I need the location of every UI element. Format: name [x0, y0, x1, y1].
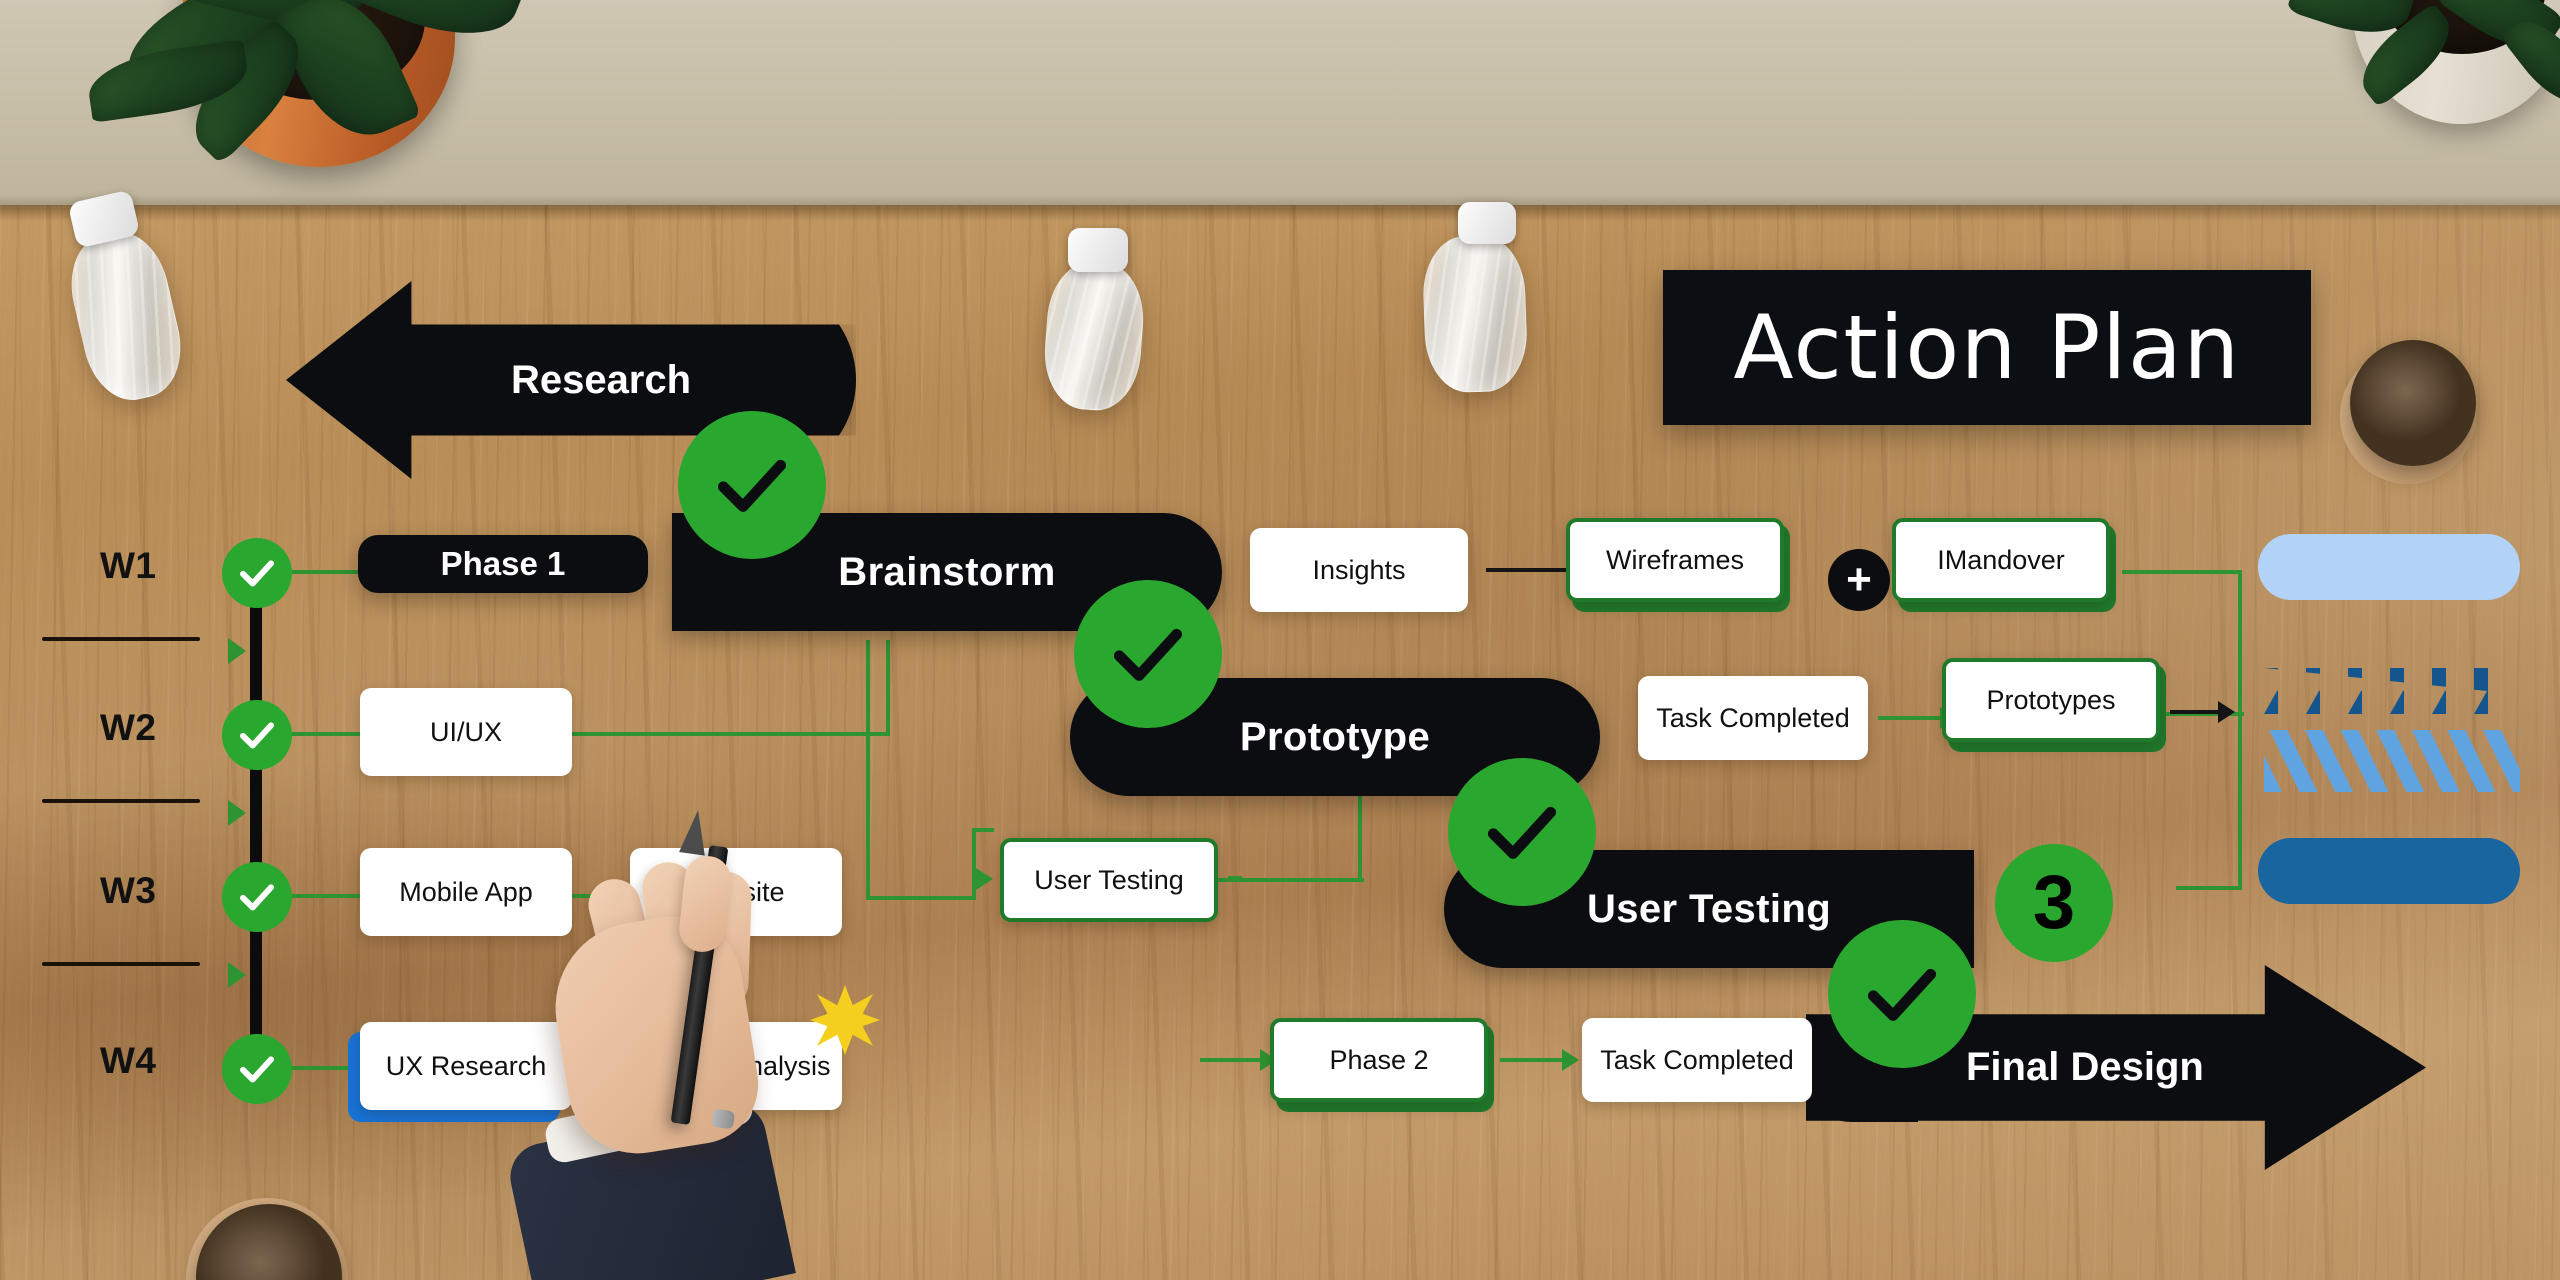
- card-task-completed-2-label: Task Completed: [1600, 1044, 1794, 1075]
- connector-line: [1500, 1058, 1566, 1062]
- step-number-badge: 3: [1995, 844, 2113, 962]
- card-task-completed-1[interactable]: Task Completed: [1638, 676, 1868, 760]
- timeline-tick-arrow: [228, 800, 246, 826]
- week-label-w1: W1: [100, 545, 157, 586]
- check-icon: [240, 884, 274, 911]
- card-prototypes-label: Prototypes: [1986, 684, 2116, 715]
- decor-pill-dark: [2258, 838, 2520, 904]
- step-number-badge-label: 3: [2032, 860, 2076, 945]
- week-status-check-w4[interactable]: [222, 1034, 292, 1104]
- connector-line: [2122, 570, 2242, 574]
- week-divider: [42, 637, 200, 641]
- connector-line: [886, 640, 890, 736]
- phase-check-user-testing[interactable]: [1828, 920, 1976, 1068]
- card-wireframes[interactable]: Wireframes: [1566, 518, 1784, 602]
- decor-pill-light: [2258, 534, 2520, 600]
- phase-check-brainstorm[interactable]: [1074, 580, 1222, 728]
- timeline-tick-arrow: [228, 638, 246, 664]
- connector-arrowhead: [1562, 1049, 1579, 1071]
- week-label-w3: W3: [100, 870, 157, 911]
- check-icon: [1487, 806, 1557, 859]
- connector-line: [1878, 716, 1944, 720]
- connector-line: [972, 828, 994, 832]
- card-prototypes[interactable]: Prototypes: [1942, 658, 2160, 742]
- week-status-check-w1[interactable]: [222, 538, 292, 608]
- phase-pill-phase-1: Phase 1: [358, 535, 648, 593]
- card-ui-ux-label: UI/UX: [429, 716, 502, 747]
- page-title-text: Action Plan: [1733, 296, 2241, 399]
- plus-badge-label: +: [1846, 555, 1872, 604]
- week-divider: [42, 799, 200, 803]
- card-phase-2[interactable]: Phase 2: [1270, 1018, 1488, 1102]
- card-ux-research[interactable]: UX Research: [360, 1022, 572, 1110]
- page-title: Action Plan: [1663, 270, 2311, 425]
- card-ux-research-label: UX Research: [385, 1050, 547, 1081]
- decor-stripes: [2264, 730, 2520, 792]
- connector-line: [1486, 568, 1572, 572]
- card-wireframes-label: Wireframes: [1605, 544, 1744, 575]
- phase-bar-user-testing: User Testing: [1444, 850, 1974, 968]
- connector-line: [292, 732, 360, 736]
- phase-bar-user-testing-label: User Testing: [1586, 886, 1832, 931]
- card-task-completed-1-label: Task Completed: [1656, 702, 1850, 733]
- check-icon: [1867, 968, 1937, 1021]
- card-insights[interactable]: Insights: [1250, 528, 1468, 612]
- connector-line: [1358, 790, 1362, 882]
- connector-arrowhead: [2218, 701, 2235, 723]
- card-mobile-app[interactable]: Mobile App: [360, 848, 572, 936]
- connector-line: [2238, 570, 2242, 890]
- connector-line: [866, 896, 976, 900]
- connector-line: [2122, 712, 2244, 716]
- card-handover-label: IMandover: [1937, 544, 2065, 575]
- phase-arrow-research-label: Research: [510, 357, 692, 402]
- timeline-tick-arrow: [228, 962, 246, 988]
- connector-line: [292, 1066, 360, 1070]
- week-status-check-w3[interactable]: [222, 862, 292, 932]
- card-mobile-app-label: Mobile App: [399, 876, 533, 907]
- check-icon: [717, 459, 787, 512]
- week-divider: [42, 962, 200, 966]
- connector-line: [2170, 710, 2222, 714]
- connector-line: [2176, 886, 2242, 890]
- check-icon: [240, 560, 274, 587]
- week-label-w4: W4: [100, 1040, 157, 1081]
- phase-arrow-final-design-label: Final Design: [1966, 1045, 2204, 1089]
- connector-line: [1200, 1058, 1264, 1062]
- phase-check-prototype[interactable]: [1448, 758, 1596, 906]
- connector-line: [292, 570, 360, 574]
- card-phase-2-label: Phase 2: [1329, 1044, 1429, 1075]
- phase-check-research[interactable]: [678, 411, 826, 559]
- card-user-testing[interactable]: User Testing: [1000, 838, 1218, 922]
- card-insights-label: Insights: [1312, 554, 1406, 585]
- check-icon: [1113, 628, 1183, 681]
- card-ui-ux[interactable]: UI/UX: [360, 688, 572, 776]
- check-icon: [240, 1056, 274, 1083]
- plus-icon: +: [1828, 549, 1890, 611]
- phase-pill-phase-1-label: Phase 1: [440, 545, 566, 582]
- week-status-check-w2[interactable]: [222, 700, 292, 770]
- week-label-w2: W2: [100, 707, 157, 748]
- connector-line: [1218, 878, 1364, 882]
- timeline-spine: [250, 575, 262, 1080]
- phase-bar-brainstorm-label: Brainstorm: [838, 549, 1056, 594]
- connector-line: [972, 830, 976, 900]
- connector-line: [572, 732, 890, 736]
- connector-line: [292, 894, 360, 898]
- connector-line: [866, 640, 870, 900]
- card-handover[interactable]: IMandover: [1892, 518, 2110, 602]
- check-icon: [240, 722, 274, 749]
- card-user-testing-label: User Testing: [1034, 864, 1184, 895]
- card-task-completed-2[interactable]: Task Completed: [1582, 1018, 1812, 1102]
- connector-arrowhead: [976, 868, 993, 890]
- phase-bar-prototype-label: Prototype: [1239, 714, 1431, 759]
